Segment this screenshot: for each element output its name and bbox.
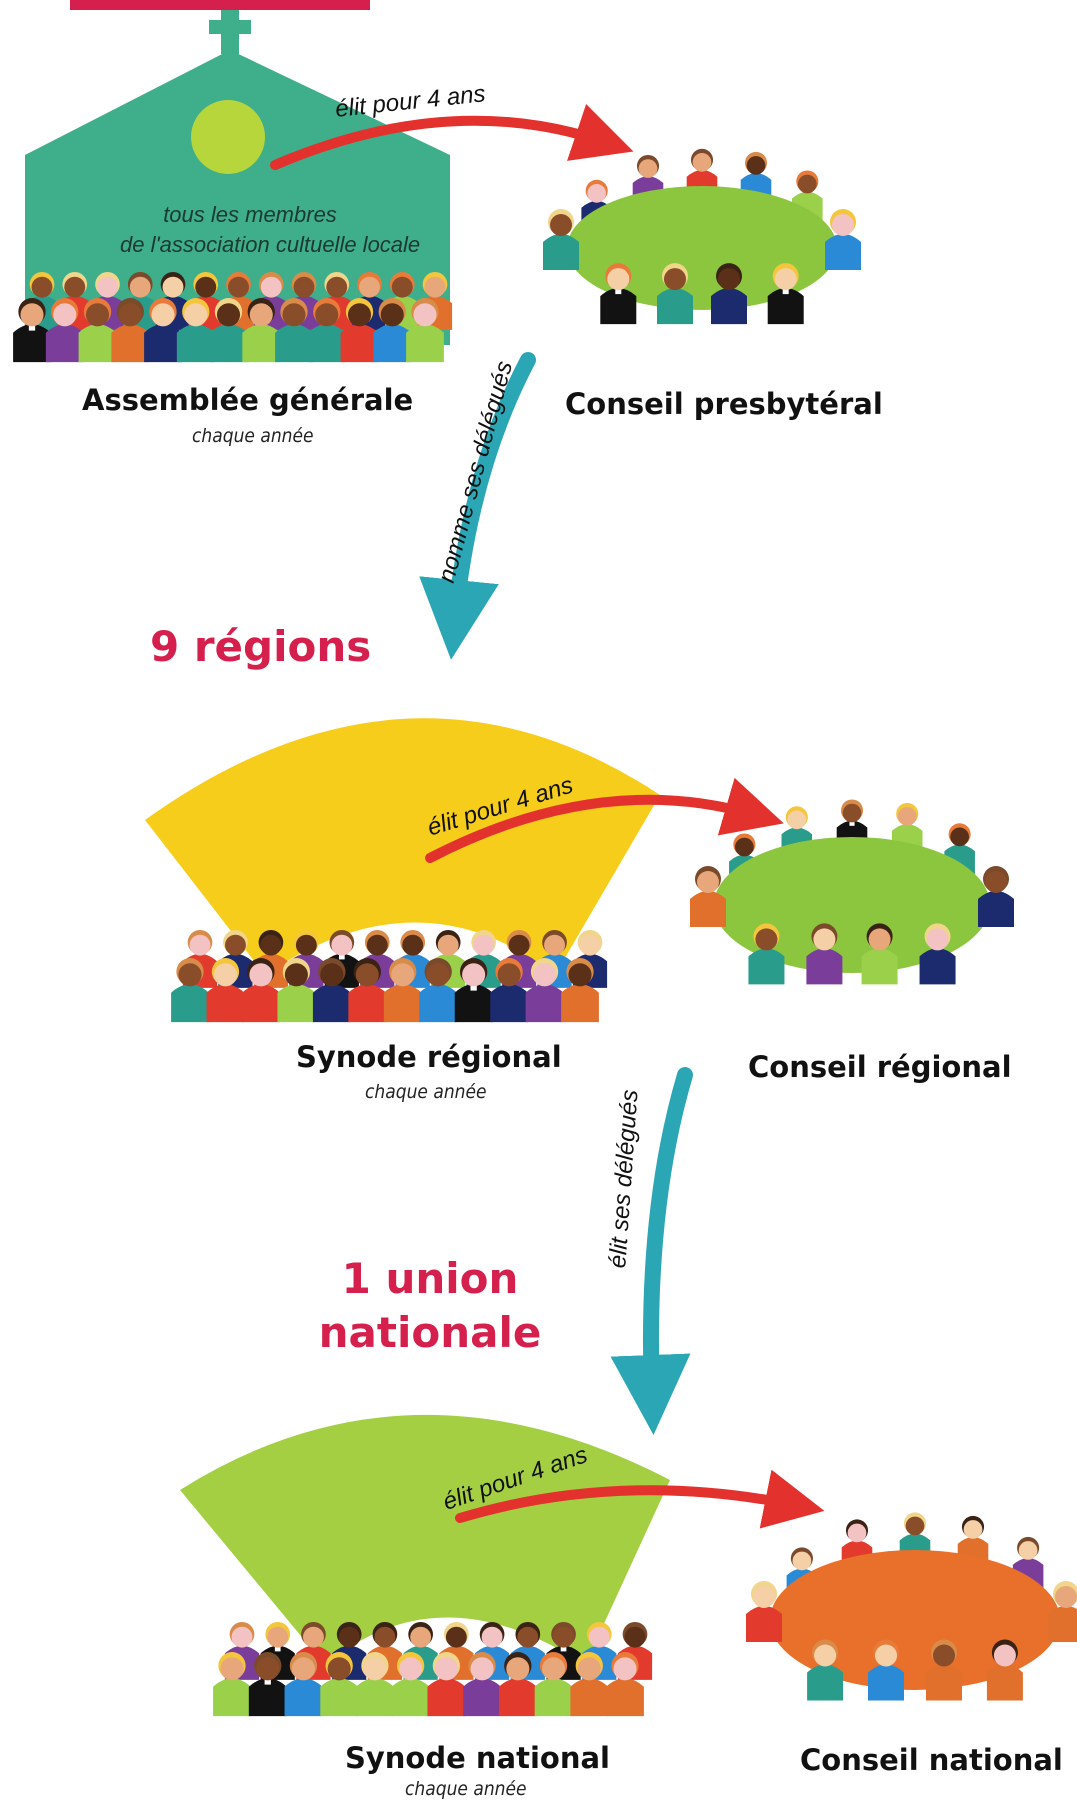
crowd-person (213, 1652, 251, 1717)
conseil-regional-table (690, 799, 1014, 985)
crowd-person (242, 958, 280, 1023)
synode-regional-frequency: chaque année (365, 1081, 487, 1103)
crowd-person (348, 958, 387, 1023)
council-member (1048, 1581, 1077, 1642)
crowd-person (525, 958, 564, 1023)
conseil-regional-title: Conseil régional (748, 1050, 1012, 1084)
heading-union-line-1: 1 union (341, 1254, 519, 1303)
synode-regional-crowd (171, 929, 608, 1023)
conseil-presbyteral-table (543, 148, 861, 325)
elects-arrow-national (455, 1469, 825, 1529)
council-member (600, 263, 637, 325)
crowd-person (490, 958, 528, 1023)
council-table-surface (567, 186, 837, 310)
crowd-person (383, 958, 422, 1023)
council-table-surface (770, 1550, 1060, 1690)
crowd-person (144, 298, 182, 363)
crowd-person (320, 1652, 359, 1717)
crowd-person (13, 298, 51, 363)
crowd-person (391, 1652, 430, 1717)
council-member (978, 866, 1014, 927)
crowd-person (284, 1652, 323, 1717)
elects-arrow-paroisse (270, 104, 634, 170)
assemblee-frequency: chaque année (192, 425, 314, 447)
church-building (25, 10, 450, 345)
council-member (807, 1639, 844, 1701)
conseil-national-table (746, 1512, 1077, 1701)
elects-arrow-region (425, 777, 784, 863)
heading-union-nationale: 1 union nationale (300, 1252, 560, 1360)
crowd-person (340, 298, 379, 363)
delegates-arrow-region (610, 1067, 693, 1435)
assemblee-crowd (13, 271, 453, 363)
crowd-person (498, 1652, 537, 1717)
crowd-person (277, 958, 316, 1023)
conseil-national-title: Conseil national (800, 1743, 1063, 1777)
heading-regions: 9 régions (150, 622, 372, 671)
crowd-person (463, 1652, 501, 1717)
crowd-person (111, 298, 150, 363)
crowd-person (419, 958, 458, 1023)
crowd-person (242, 298, 281, 363)
crowd-person (248, 1652, 287, 1717)
council-member (868, 1639, 904, 1701)
council-member (748, 923, 785, 985)
council-member (711, 263, 747, 325)
national-fan (180, 1414, 670, 1665)
crowd-person (570, 1652, 609, 1717)
assemblee-title: Assemblée générale (82, 383, 414, 417)
council-member (926, 1639, 962, 1701)
heading-union-line-2: nationale (318, 1308, 542, 1357)
council-member (543, 209, 579, 270)
top-heading-fragment (70, 0, 370, 10)
council-member (657, 263, 693, 325)
council-member (806, 923, 843, 985)
crowd-person (206, 958, 245, 1023)
crowd-person (606, 1652, 644, 1717)
synode-national-title: Synode national (345, 1741, 610, 1775)
synode-national-crowd (213, 1621, 653, 1717)
crowd-person (373, 298, 412, 363)
crowd-person (176, 298, 215, 363)
crowd-person (275, 298, 313, 363)
council-table-surface (714, 837, 990, 973)
crowd-person (406, 298, 444, 363)
crowd-person (534, 1652, 573, 1717)
synode-national-frequency: chaque année (405, 1778, 527, 1800)
council-member (986, 1639, 1023, 1701)
council-member (825, 209, 861, 270)
council-member (919, 923, 956, 985)
inner-line-1: tous les membres (163, 202, 337, 227)
council-member (746, 1581, 782, 1642)
crowd-person (454, 958, 493, 1023)
crowd-person (209, 298, 248, 363)
assemblee-inner-text: tous les membres de l'association cultue… (120, 200, 421, 260)
regional-fan (145, 718, 660, 975)
crowd-person (312, 958, 351, 1023)
council-member (767, 263, 804, 325)
crowd-person (307, 298, 346, 363)
delegates-arrow-paroisse (419, 352, 536, 660)
conseil-presbyteral-title: Conseil presbytéral (565, 387, 883, 421)
council-member (861, 923, 898, 985)
inner-line-2: de l'association cultuelle locale (120, 232, 421, 257)
council-member (690, 866, 726, 927)
crowd-person (561, 958, 599, 1023)
synode-regional-title: Synode régional (296, 1040, 562, 1074)
church-sun (191, 100, 265, 174)
crowd-person (171, 958, 209, 1023)
crowd-person (427, 1652, 466, 1717)
crowd-person (78, 298, 117, 363)
crowd-person (356, 1652, 394, 1717)
crowd-person (45, 298, 84, 363)
